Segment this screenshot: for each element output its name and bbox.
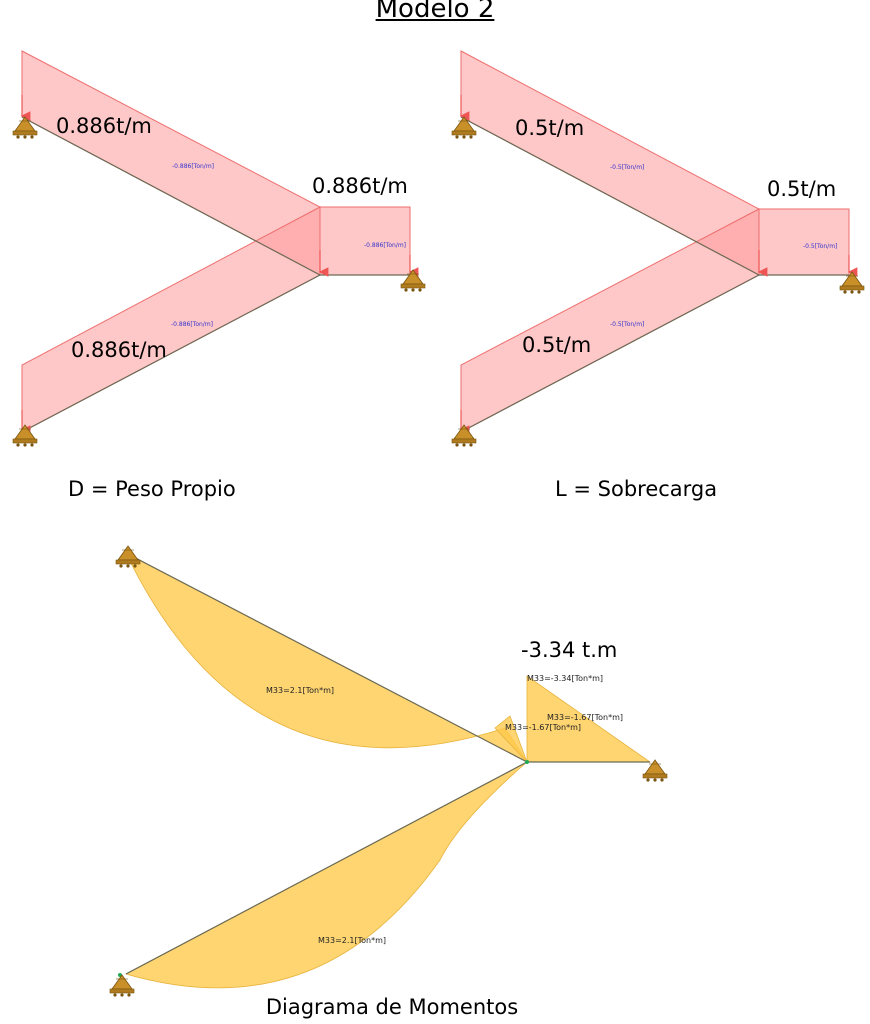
dead-right-arm-load	[319, 206, 411, 276]
dead-member-label-right: -0.886[Ton/m]	[364, 242, 406, 249]
moment-label-joint: M33=-1.67[Ton*m]	[505, 723, 581, 732]
caption-moment-diagram: Diagrama de Momentos	[265, 995, 519, 1019]
dead-lower-value: 0.886t/m	[71, 338, 167, 362]
dead-member-upper	[21, 116, 321, 276]
dead-right-value: 0.886t/m	[312, 174, 408, 198]
joint-node	[525, 760, 529, 764]
pin-support-icon	[12, 424, 38, 448]
caption-dead-load: D = Peso Propio	[68, 477, 236, 501]
live-member-label-upper: -0.5[Ton/m]	[610, 164, 644, 171]
caption-live-load: L = Sobrecarga	[555, 477, 718, 501]
live-member-upper	[460, 116, 760, 276]
moment-member-upper	[125, 552, 528, 763]
live-member-label-right: -0.5[Ton/m]	[803, 243, 837, 250]
live-load-diagram: 0.5t/m 0.5t/m 0.5t/m -0.5[Ton/m] -0.5[To…	[451, 50, 865, 448]
dead-member-label-upper: -0.886[Ton/m]	[172, 163, 214, 170]
live-right-arm-load	[758, 208, 850, 276]
moment-lower-span	[124, 761, 528, 989]
moment-peak-value: -3.34 t.m	[521, 638, 617, 662]
dead-lower-arm-load	[21, 206, 321, 433]
moment-diagram: -3.34 t.m M33=2.1[Ton*m] M33=2.1[Ton*m] …	[109, 545, 668, 998]
moment-label-right: M33=-1.67[Ton*m]	[547, 713, 623, 722]
pin-support-icon	[451, 424, 477, 448]
dead-upper-value: 0.886t/m	[56, 114, 152, 138]
live-member-lower	[460, 274, 760, 433]
live-upper-value: 0.5t/m	[515, 116, 584, 140]
live-member-label-lower: -0.5[Ton/m]	[610, 321, 644, 328]
moment-joint-region	[494, 715, 528, 763]
moment-label-upper: M33=2.1[Ton*m]	[266, 686, 334, 695]
dead-member-lower	[21, 274, 321, 433]
pin-support-icon	[642, 759, 668, 783]
pin-support-icon	[109, 974, 135, 998]
moment-label-lower: M33=2.1[Ton*m]	[318, 936, 386, 945]
dead-member-label-lower: -0.886[Ton/m]	[171, 321, 213, 328]
dead-load-diagram: 0.886t/m 0.886t/m 0.886t/m -0.886[Ton/m]…	[12, 50, 426, 448]
live-right-value: 0.5t/m	[767, 177, 836, 201]
page-title: Modelo 2	[375, 0, 495, 24]
moment-label-peak: M33=-3.34[Ton*m]	[527, 674, 603, 683]
live-lower-value: 0.5t/m	[522, 333, 591, 357]
moment-member-lower	[125, 761, 528, 975]
